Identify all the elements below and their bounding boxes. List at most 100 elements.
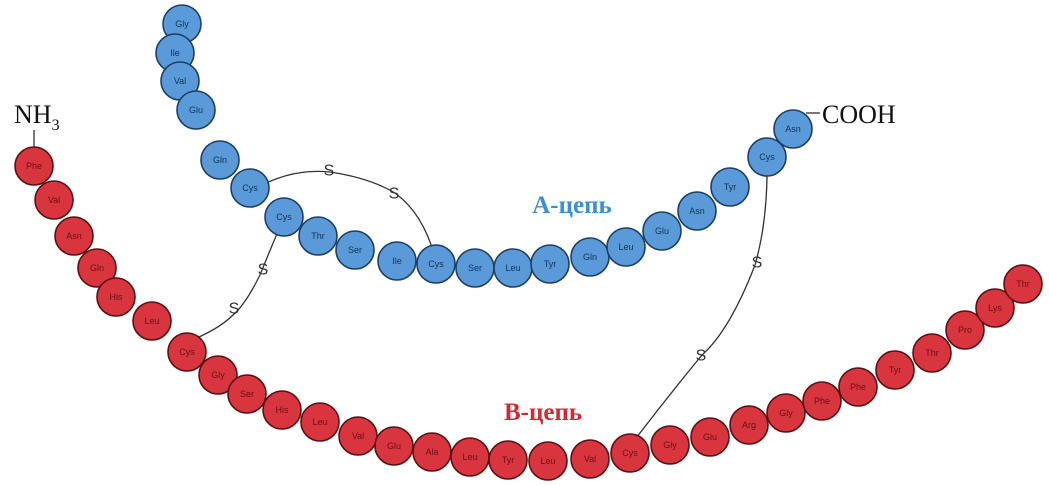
a-chain-residue-circle [298,216,338,256]
a-chain-residue-circle [747,137,787,177]
a-chain-residue-4: Glu [176,90,216,130]
b-chain-residue-circle [875,350,915,390]
b-chain-residue-30: Thr [1003,264,1043,304]
b-chain-residue-circle [690,417,730,457]
a-chain-residue-circle [176,90,216,130]
b-chain-residue-label: Arg [742,420,756,430]
a-chain-residue-circle [264,197,304,237]
a-chain-residue-5: Gln [200,140,240,180]
nh3-label: NH3 [14,100,60,134]
b-chain-residue-8: Gly [198,355,238,395]
b-chain-residue-27: Thr [912,333,952,373]
b-chain-residue-label: Gly [663,440,677,450]
bond-a7-b7 [186,216,285,343]
b-chain-residue-circle [1003,264,1043,304]
a-chain-residue-label: Tyr [724,182,737,192]
b-chain-residue-label: Cys [622,448,638,458]
b-chain-residue-circle [96,277,136,317]
a-chain-residue-13: Leu [493,248,533,288]
b-chain-residue-16: Tyr [488,440,528,480]
b-chain-residue-label: Phe [26,161,42,171]
a-chain-residue-18: Asn [677,191,717,231]
a-chain-residue-circle [642,211,682,251]
a-chain-residue-label: Leu [505,263,520,273]
bond-a6-a11 [252,170,437,263]
a-chain-residue-16: Leu [606,227,646,267]
b-chain-residue-label: Leu [144,316,159,326]
b-chain-residue-circle [54,216,94,256]
a-chain-residue-21: Asn [773,109,813,149]
b-chain-residue-circle [77,248,117,288]
b-chain-residue-4: Gln [77,248,117,288]
a-chain-label: А-цепь [532,192,612,219]
a-chain-residue-label: Cys [759,152,775,162]
b-chain-residue-circle [729,405,769,445]
b-chain-residue-label: Tyr [502,455,515,465]
a-chain-residue-label: Cys [242,183,258,193]
b-chain-residue-21: Glu [690,417,730,457]
a-chain-residue-7: Cys [264,197,304,237]
b-chain-residue-29: Lys [975,288,1015,328]
a-chain-residue-circle [416,244,456,284]
a-chain-residue-circle [530,244,570,284]
a-chain-residue-8: Thr [298,216,338,256]
b-chain-residue-15: Leu [450,437,490,477]
a-chain-residue-10: Ile [377,241,417,281]
b-chain-residue-circle [570,439,610,479]
b-chain-residue-2: Val [34,180,74,220]
a-chain-residue-11: Cys [416,244,456,284]
b-chain-residue-circle [838,367,878,407]
b-chain-residue-circle [945,310,985,350]
b-chain-residue-24: Phe [802,381,842,421]
b-chain-residue-circle [528,441,568,481]
bond-a20-b19 [629,159,768,447]
b-chain-residue-circle [912,333,952,373]
b-chain-residue-circle [975,288,1015,328]
a-chain-residue-label: Val [174,76,186,86]
b-chain-residue-circle [802,381,842,421]
b-chain-residue-label: Lys [988,303,1002,313]
b-chain-residue-label: Ala [425,447,438,457]
b-chain-residue-circle [167,332,207,372]
a-chain-residue-circle [230,168,270,208]
b-chain-residue-20: Gly [650,425,690,465]
b-chain-residue-label: Thr [925,348,939,358]
b-chain-residue-circle [300,402,340,442]
a-chain-residue-circle [710,167,750,207]
a-chain-residue-9: Ser [335,230,375,270]
b-chain-residue-label: Val [48,195,60,205]
a-chain-residue-label: Cys [276,212,292,222]
b-chain-residue-label: Glu [387,441,401,451]
b-chain-residue-13: Glu [374,426,414,466]
b-chain-residue-label: His [110,292,123,302]
sulfur-label: S [324,163,335,180]
b-chain-label: В-цепь [504,399,582,426]
b-chain-residue-label: Phe [850,382,866,392]
b-chain-residue-circle [766,393,806,433]
b-chain-residue-6: Leu [132,301,172,341]
a-chain-residue-label: Asn [785,124,801,134]
a-chain-residue-label: Gln [213,155,227,165]
a-chain-residue-label: Tyr [544,259,557,269]
a-chain-residue-15: Gln [570,237,610,277]
b-chain-residue-label: Phe [814,396,830,406]
b-chain-residue-label: Thr [1016,279,1030,289]
b-chain-residue-circle [14,146,54,186]
b-chain-residue-12: Val [338,416,378,456]
a-chain-residue-6: Cys [230,168,270,208]
b-chain-residue-label: Glu [703,432,717,442]
b-chain-residue-3: Asn [54,216,94,256]
b-chain-residue-label: Ser [240,389,254,399]
b-chain-residue-14: Ala [412,432,452,472]
sulfur-label: S [752,255,763,272]
b-chain-residue-circle [227,374,267,414]
b-chain-residue-label: Gln [90,263,104,273]
b-chain-residue-7: Cys [167,332,207,372]
b-chain-residue-label: Gly [211,370,225,380]
sulfur-label: S [389,186,400,203]
b-chain-residue-label: Leu [462,452,477,462]
b-chain-residue-23: Gly [766,393,806,433]
